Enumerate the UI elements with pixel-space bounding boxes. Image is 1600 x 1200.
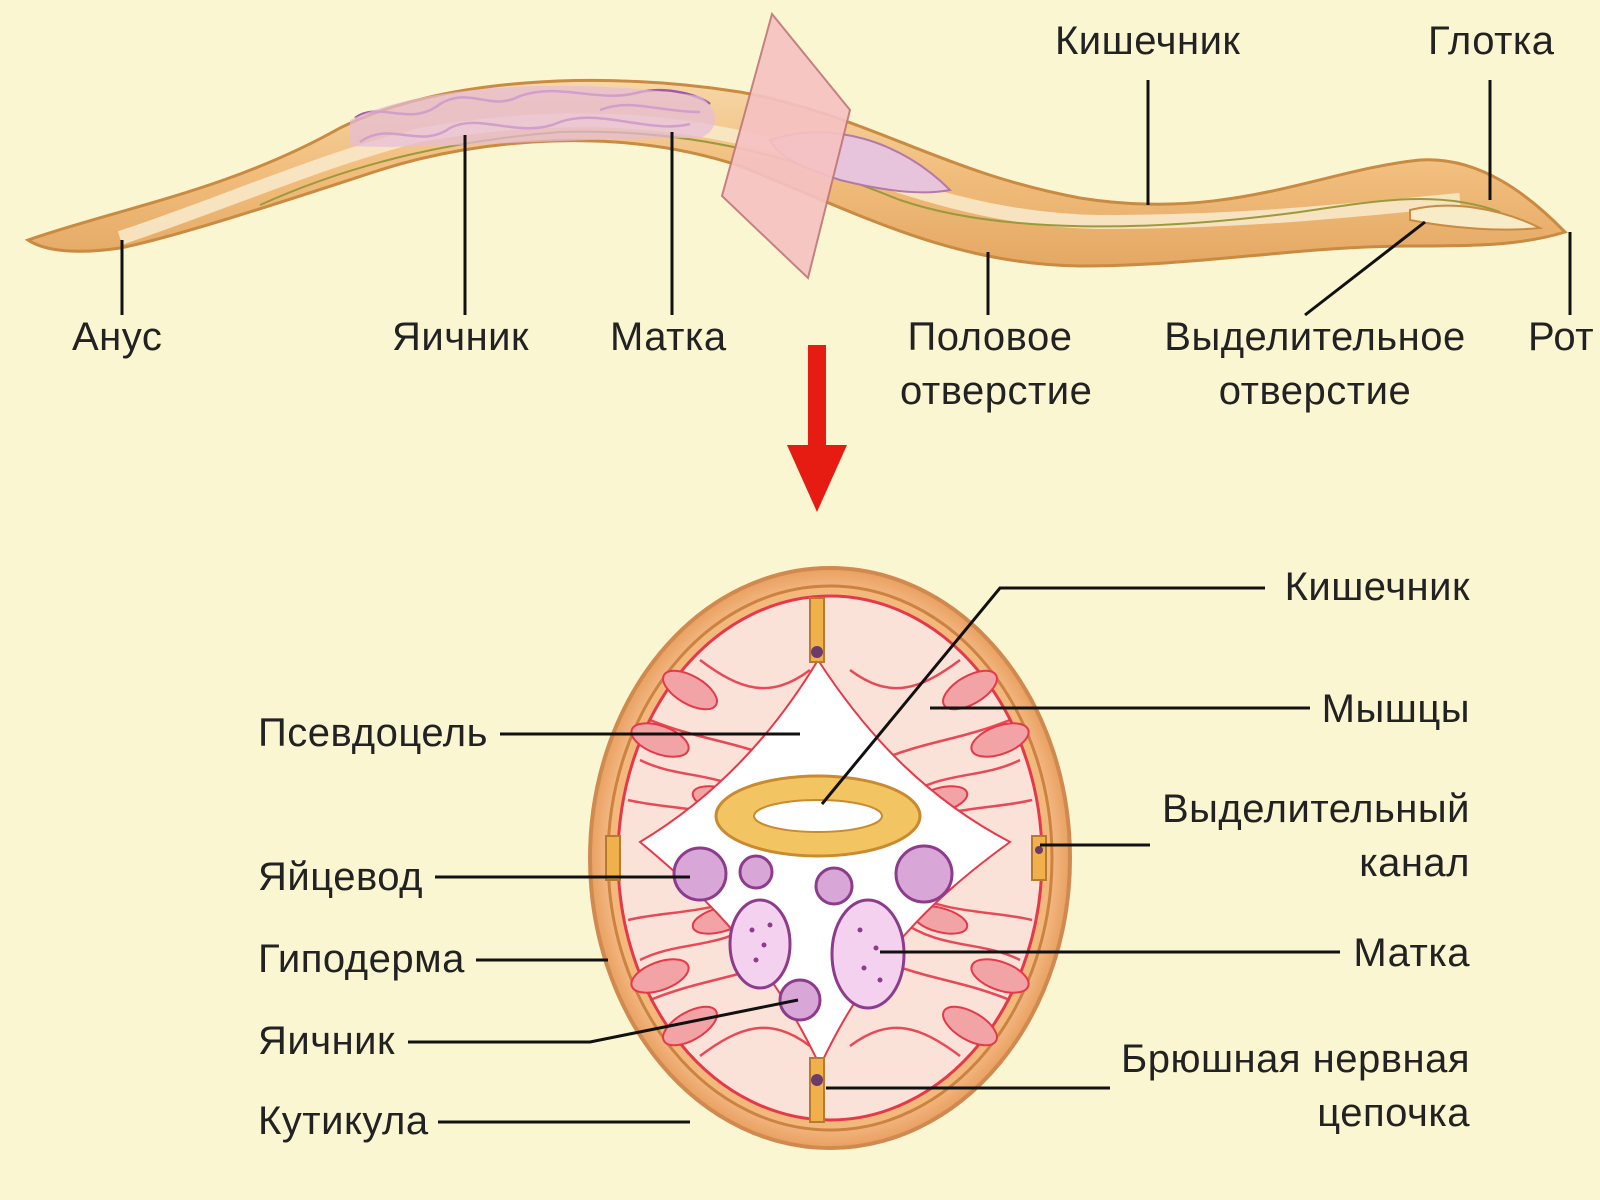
- ventral-nerve-cord: [811, 1074, 823, 1086]
- muscle-cells: [627, 658, 1033, 1058]
- label-uterus-worm: Матка: [610, 315, 727, 359]
- label-ventral-nerve-cord: Брюшная нервная цепочка: [1110, 1032, 1470, 1140]
- excretory-canal: [1035, 846, 1043, 854]
- label-hypodermis: Гиподерма: [258, 937, 465, 981]
- label-pharynx: Глотка: [1428, 19, 1555, 63]
- label-uterus-section: Матка: [1353, 931, 1470, 975]
- worm-leader-lines: [120, 80, 1572, 317]
- label-nerve-cord-line2: цепочка: [1317, 1091, 1470, 1135]
- label-ovary-worm: Яичник: [392, 315, 530, 359]
- label-genital-pore-line1: Половое: [907, 315, 1073, 359]
- label-intestine-section: Кишечник: [1284, 565, 1470, 609]
- label-excretory-canal-line2: канал: [1359, 841, 1470, 885]
- label-excretory-pore: Выделительное отверстие: [1160, 310, 1470, 418]
- label-mouth: Рот: [1528, 315, 1595, 359]
- dorsal-nerve: [811, 646, 823, 658]
- ovary-section: [778, 978, 822, 1022]
- cut-plane: [720, 11, 852, 280]
- label-ovary-section: Яичник: [258, 1019, 396, 1063]
- label-nerve-cord-line1: Брюшная нервная: [1120, 1037, 1470, 1081]
- worm-illustration: [24, 11, 1572, 317]
- label-cuticle: Кутикула: [258, 1099, 429, 1143]
- label-intestine-worm: Кишечник: [1055, 19, 1241, 63]
- uterus-section-right: [830, 898, 906, 1010]
- label-anus: Анус: [72, 315, 163, 359]
- label-excretory-pore-line2: отверстие: [1218, 369, 1412, 413]
- label-pseudocoel: Псевдоцель: [258, 711, 488, 755]
- cross-section: [408, 566, 1340, 1150]
- uterus-section-left: [728, 898, 792, 990]
- label-genital-pore-line2: отверстие: [900, 369, 1093, 413]
- label-excretory-canal-line1: Выделительный: [1161, 787, 1470, 831]
- label-excretory-pore-line1: Выделительное: [1164, 315, 1466, 359]
- label-genital-pore: Половое отверстие: [900, 310, 1093, 418]
- section-leader-lines: [408, 586, 1340, 1124]
- label-muscles: Мышцы: [1321, 687, 1470, 731]
- down-arrow-icon: [787, 345, 847, 512]
- reproductive-organs: [672, 844, 954, 1022]
- label-excretory-canal: Выделительный канал: [1150, 782, 1470, 890]
- label-oviduct: Яйцевод: [258, 855, 423, 899]
- oviduct-section: [672, 846, 728, 902]
